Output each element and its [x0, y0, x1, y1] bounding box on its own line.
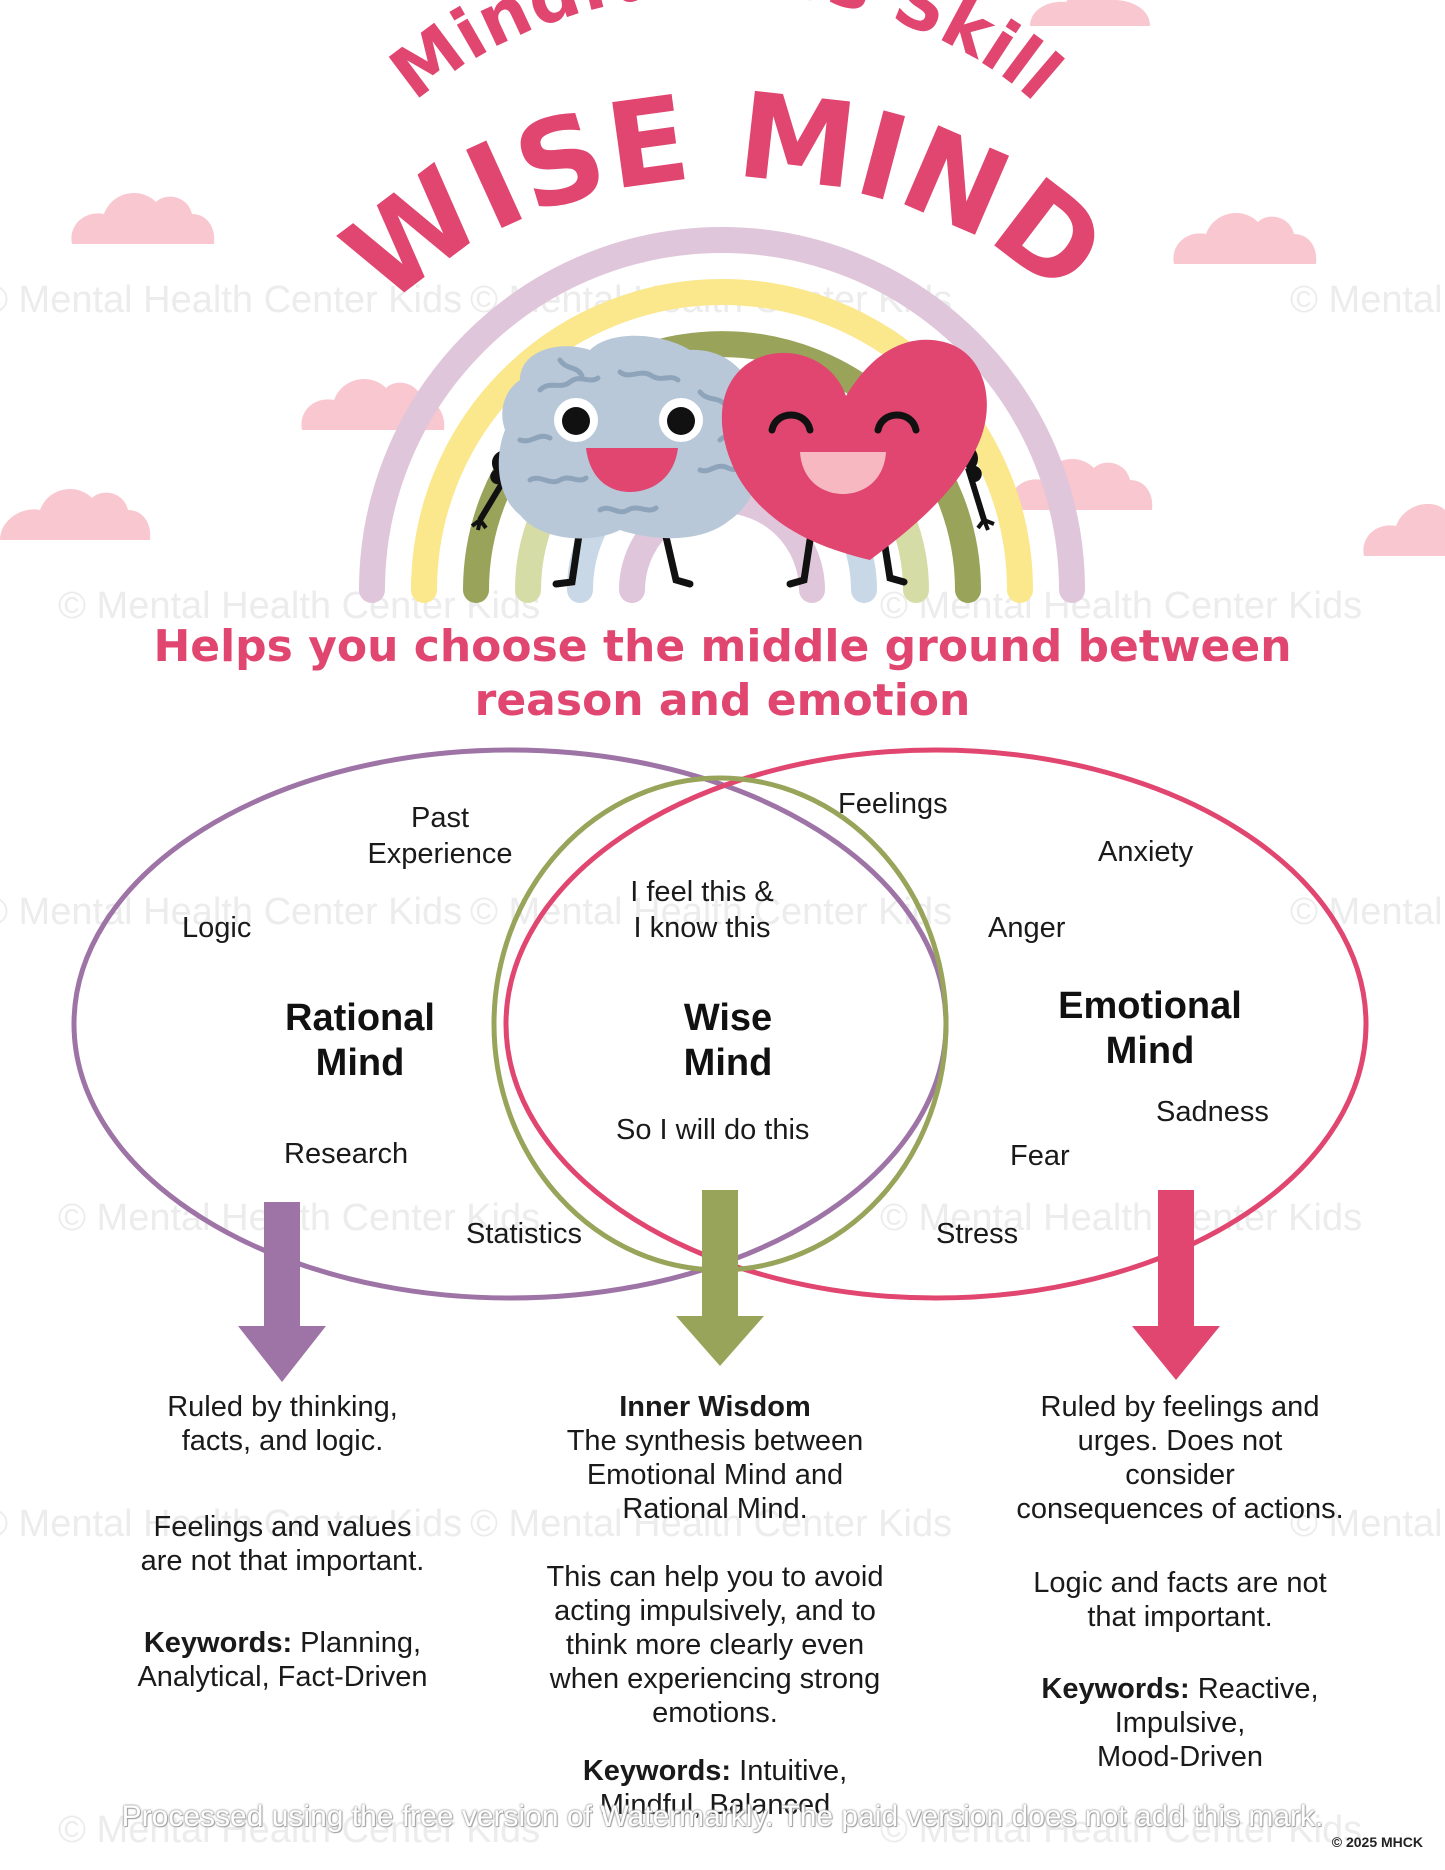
venn-word-research: Research	[284, 1138, 409, 1170]
wise-mind-bottom-text: So I will do this	[616, 1114, 810, 1146]
rational-mind-heading: Rational Mind	[285, 997, 435, 1084]
rational-mind-description: Ruled by thinking, facts, and logic. Fee…	[137, 1391, 428, 1693]
wise-mind-heading: Wise Mind	[683, 997, 773, 1084]
watermark-text: © Mental Health Center Kids	[1290, 1503, 1445, 1545]
arrow-down-icon	[1132, 1190, 1220, 1380]
watermark-text: © Mental Health Center Kids	[880, 1809, 1362, 1851]
cloud-icon	[1030, 0, 1150, 26]
cloud-icon	[0, 488, 151, 540]
venn-word-anger: Anger	[988, 912, 1066, 944]
watermark-text: © Mental Health Center Kids	[0, 1503, 462, 1545]
venn-word-stress: Stress	[936, 1218, 1019, 1250]
watermark-text: © Mental Health Center Kids	[58, 585, 540, 627]
emotional-mind-circle	[503, 747, 1369, 1301]
cloud-icon	[1173, 212, 1317, 264]
watermark-text: © Mental Health Center Kids	[470, 1503, 952, 1545]
watermark-text: © Mental Health Center Kids	[880, 1197, 1362, 1239]
venn-word-fear: Fear	[1010, 1140, 1070, 1172]
watermark-text: © Mental Health Center Kids	[58, 1809, 540, 1851]
brain-character-icon	[470, 335, 763, 588]
watermark-text: © Mental Health Center Kids	[470, 891, 952, 933]
cloud-icon	[71, 192, 215, 244]
wise-mind-description: Inner Wisdom The synthesis between Emoti…	[546, 1391, 884, 1821]
subtitle: Helps you choose the middle ground betwe…	[153, 621, 1292, 726]
venn-word-anxiety: Anxiety	[1098, 836, 1194, 868]
cloud-icon	[1363, 503, 1445, 556]
watermarkly-notice: Processed using the free version of Wate…	[121, 1800, 1324, 1833]
venn-word-statistics: Statistics	[466, 1218, 583, 1250]
emotional-mind-heading: Emotional Mind	[1058, 985, 1242, 1072]
venn-word-feelings: Feelings	[838, 788, 948, 820]
arrow-down-icon	[238, 1202, 326, 1382]
cloud-icon	[1009, 458, 1153, 510]
venn-word-logic: Logic	[182, 912, 252, 944]
watermark-text: © Mental Health Center Kids	[1290, 279, 1445, 321]
copyright-notice: © 2025 MHCK	[1331, 1834, 1423, 1850]
venn-word-past-experience: Past Experience	[367, 802, 513, 870]
heart-character-icon	[721, 339, 995, 588]
watermark-text: © Mental Health Center Kids	[0, 891, 462, 933]
wise-mind-top-text: I feel this & I know this	[630, 876, 774, 944]
venn-word-sadness: Sadness	[1156, 1096, 1269, 1128]
watermark-text: © Mental Health Center Kids	[1290, 891, 1445, 933]
watermark-text: © Mental Health Center Kids	[0, 279, 462, 321]
emotional-mind-description: Ruled by feelings and urges. Does not co…	[1016, 1391, 1344, 1773]
arrow-down-icon	[676, 1190, 764, 1366]
